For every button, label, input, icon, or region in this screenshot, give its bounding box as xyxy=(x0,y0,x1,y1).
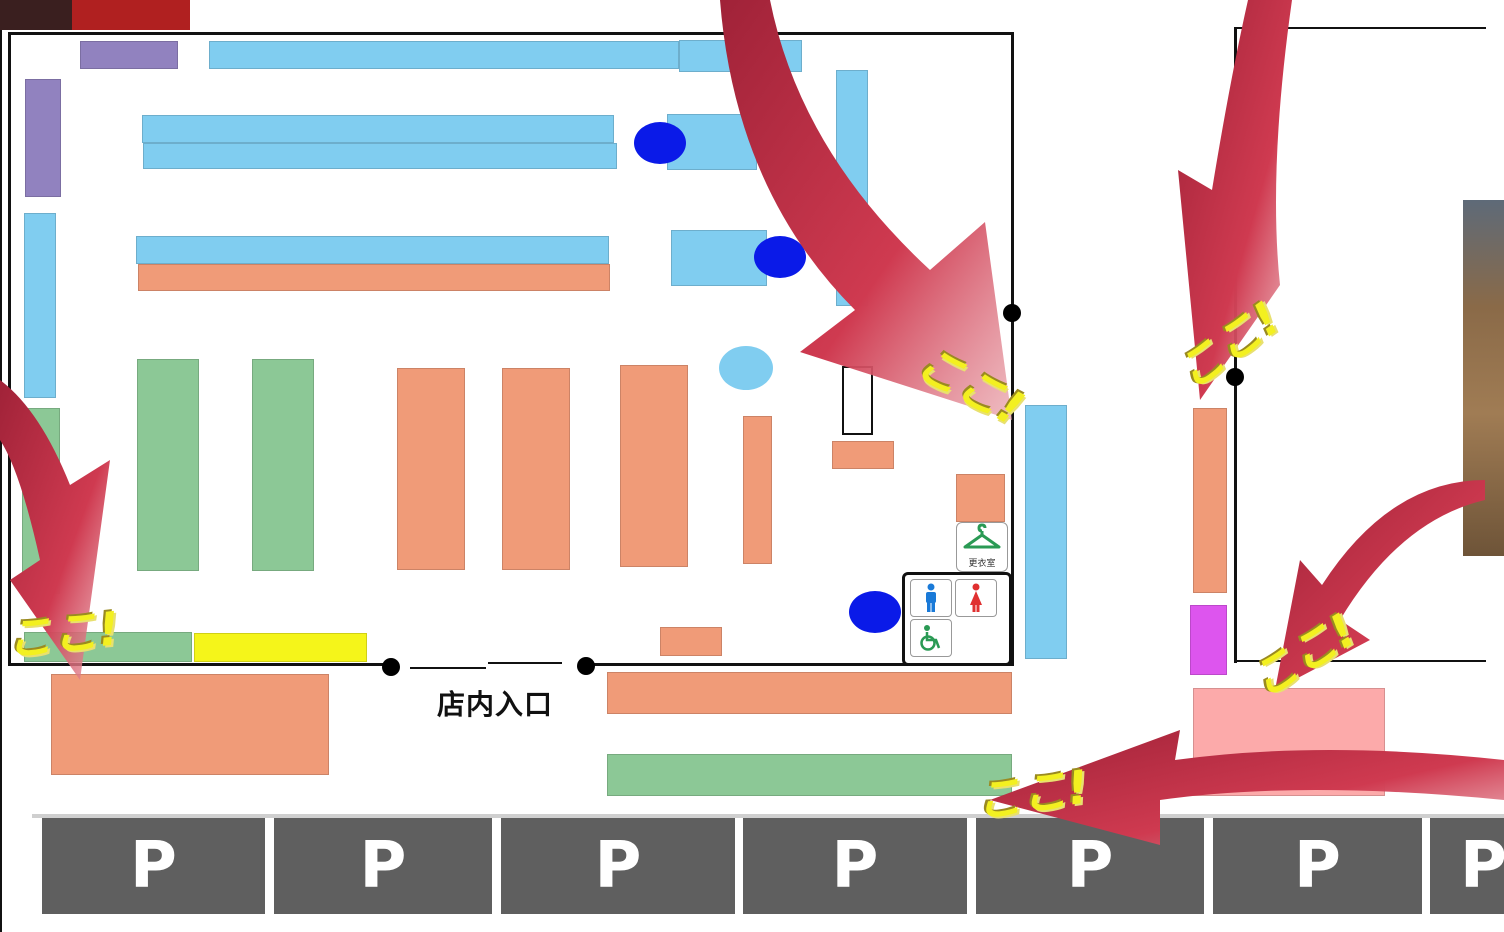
parking-space: P xyxy=(743,818,967,914)
shelf xyxy=(136,236,609,264)
door-hinge-marker xyxy=(382,658,400,676)
parking-space: P xyxy=(976,818,1204,914)
door-hinge-marker xyxy=(577,657,595,675)
parking-row: P P P P P P P xyxy=(32,812,1504,920)
shelf xyxy=(660,627,722,656)
parking-space: P xyxy=(501,818,735,914)
photo-fragment-top-left-dark xyxy=(0,0,72,30)
door-hinge-marker xyxy=(1003,304,1021,322)
male-restroom-icon xyxy=(910,579,952,617)
shelf xyxy=(209,41,679,69)
right-building-wall-top xyxy=(1236,27,1486,29)
store-wall-top xyxy=(8,32,1014,35)
outdoor-stand xyxy=(607,672,1012,714)
entrance-door-line-a xyxy=(410,667,486,669)
parking-space: P xyxy=(274,818,492,914)
entrance-label: 店内入口 xyxy=(436,688,553,721)
location-marker xyxy=(849,591,901,633)
outdoor-stand xyxy=(51,674,329,775)
shelf xyxy=(25,79,61,197)
store-wall-left xyxy=(8,32,11,666)
outdoor-stand xyxy=(607,754,1012,796)
shelf xyxy=(1190,605,1227,675)
restroom-sign-panel xyxy=(902,572,1012,666)
shelf xyxy=(80,41,178,69)
changing-room-sign: 更衣室 xyxy=(956,522,1008,572)
location-marker xyxy=(754,236,806,278)
store-wall-right xyxy=(1011,32,1014,666)
red-arrow xyxy=(990,730,1504,845)
red-arrow xyxy=(1275,480,1485,690)
shelf xyxy=(1025,405,1067,659)
shelf xyxy=(620,365,688,567)
red-arrow xyxy=(720,0,1012,420)
wheelchair-icon xyxy=(910,619,952,657)
shelf xyxy=(142,115,614,143)
female-restroom-icon xyxy=(955,579,997,617)
shelf xyxy=(956,474,1005,522)
red-arrow xyxy=(0,380,110,680)
parking-space: P xyxy=(42,818,265,914)
shelf xyxy=(138,264,610,291)
shelf xyxy=(252,359,314,571)
right-building-wall-bottom xyxy=(1234,660,1486,662)
callout-label: ここ! xyxy=(3,601,122,667)
shelf xyxy=(24,213,56,398)
shelf xyxy=(143,143,617,169)
shelf xyxy=(671,230,767,286)
counter-outline xyxy=(842,366,873,435)
shelf xyxy=(832,441,894,469)
shelf xyxy=(502,368,570,570)
store-wall-bottom-left xyxy=(8,663,390,666)
hanger-icon xyxy=(963,523,1001,549)
red-arrow xyxy=(1178,0,1292,400)
door-hinge-marker xyxy=(1226,368,1244,386)
location-marker xyxy=(634,122,686,164)
entrance-door-line-b xyxy=(488,662,562,664)
site-boundary-left xyxy=(0,30,2,932)
changing-room-label: 更衣室 xyxy=(968,559,996,569)
parking-stripe xyxy=(32,814,1504,818)
shelf xyxy=(137,359,199,571)
location-marker xyxy=(719,346,773,390)
store-wall-bottom-right xyxy=(585,663,1014,666)
shelf xyxy=(397,368,465,570)
parking-space: P xyxy=(1213,818,1422,914)
shelf xyxy=(743,416,772,564)
shelf xyxy=(194,633,367,662)
shelf xyxy=(1193,408,1227,593)
photo-fragment-top-left xyxy=(72,0,190,30)
parking-space: P xyxy=(1430,818,1504,914)
